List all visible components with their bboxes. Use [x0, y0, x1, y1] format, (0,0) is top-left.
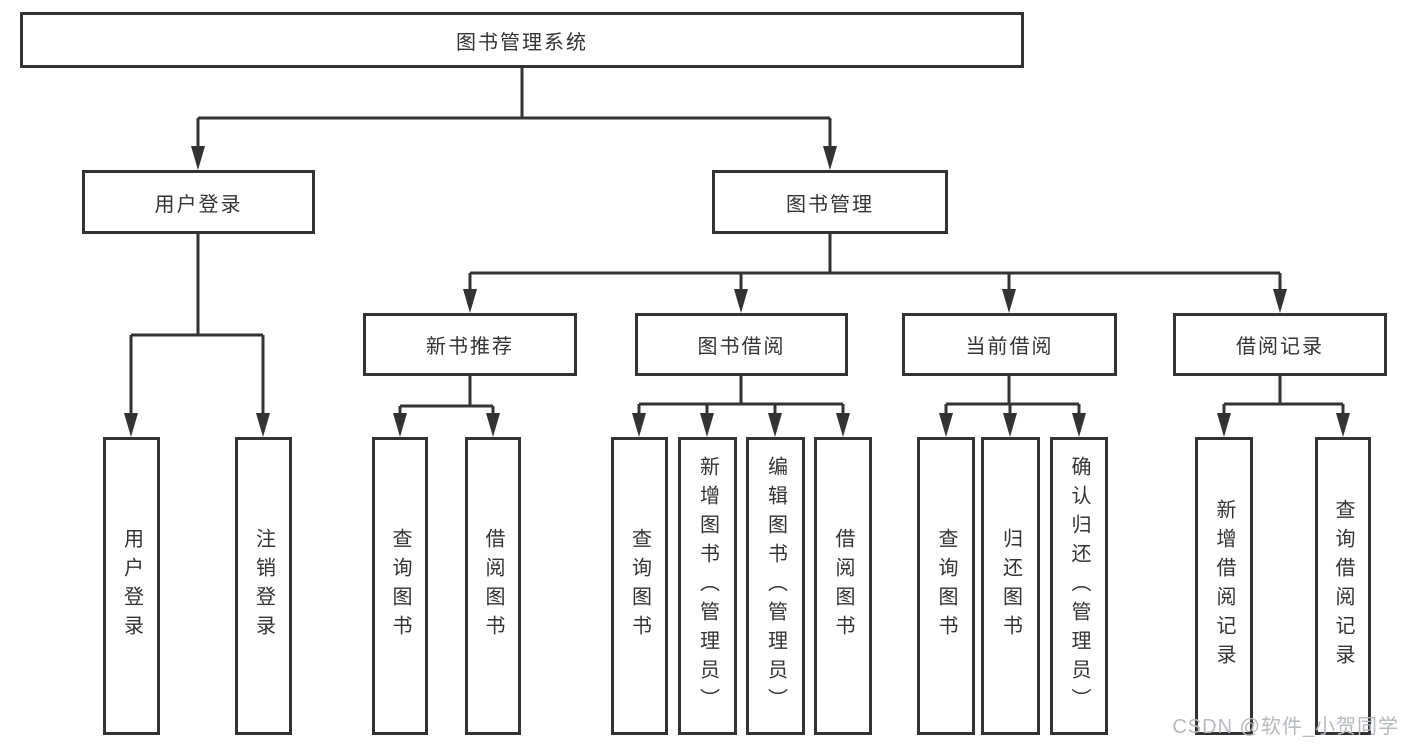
- leaf-logout-label: 注销登录: [252, 528, 275, 644]
- leaf-records-add-record: 新增借阅记录: [1195, 437, 1253, 735]
- node-current-borrowing-label: 当前借阅: [965, 336, 1054, 358]
- node-borrowing-records-label: 借阅记录: [1236, 336, 1324, 358]
- leaf-borrowing-borrow-books: 借阅图书: [814, 437, 872, 735]
- leaf-records-query-record: 查询借阅记录: [1315, 437, 1371, 735]
- node-book-management: 图书管理: [712, 170, 948, 234]
- leaf-current-query-books: 查询图书: [917, 437, 975, 735]
- node-book-borrowing: 图书借阅: [635, 313, 848, 376]
- leaf-borrowing-query-books-label: 查询图书: [628, 528, 651, 644]
- leaf-records-add-record-label: 新增借阅记录: [1213, 499, 1235, 673]
- leaf-borrowing-edit-books-admin: 编辑图书（管理员）: [746, 437, 805, 735]
- leaf-logout: 注销登录: [235, 437, 292, 735]
- leaf-user-login-label: 用户登录: [120, 528, 143, 644]
- leaf-recommend-borrow-books: 借阅图书: [465, 437, 521, 735]
- node-borrowing-records: 借阅记录: [1173, 313, 1387, 376]
- node-root-label: 图书管理系统: [456, 31, 588, 54]
- leaf-borrowing-edit-books-admin-label: 编辑图书（管理员）: [764, 455, 787, 717]
- node-book-borrowing-label: 图书借阅: [697, 336, 786, 358]
- node-book-management-label: 图书管理: [786, 193, 874, 216]
- node-root: 图书管理系统: [20, 12, 1024, 68]
- leaf-current-query-books-label: 查询图书: [935, 528, 957, 644]
- csdn-watermark: CSDN @软件_小贺同学: [1172, 716, 1399, 738]
- leaf-current-confirm-return-admin: 确认归还（管理员）: [1050, 437, 1108, 735]
- leaf-records-query-record-label: 查询借阅记录: [1332, 499, 1354, 673]
- leaf-recommend-borrow-books-label: 借阅图书: [482, 528, 504, 644]
- leaf-borrowing-borrow-books-label: 借阅图书: [832, 528, 854, 644]
- node-current-borrowing: 当前借阅: [902, 313, 1117, 376]
- leaf-current-confirm-return-admin-label: 确认归还（管理员）: [1068, 455, 1090, 717]
- leaf-borrowing-add-books-admin-label: 新增图书（管理员）: [696, 455, 719, 717]
- node-user-login: 用户登录: [82, 170, 315, 234]
- node-new-book-recommend: 新书推荐: [363, 313, 577, 376]
- leaf-user-login: 用户登录: [103, 437, 160, 735]
- leaf-borrowing-add-books-admin: 新增图书（管理员）: [678, 437, 737, 735]
- leaf-recommend-query-books-label: 查询图书: [389, 528, 411, 644]
- node-new-book-recommend-label: 新书推荐: [426, 336, 514, 358]
- leaf-borrowing-query-books: 查询图书: [611, 437, 668, 735]
- leaf-current-return-books: 归还图书: [981, 437, 1040, 735]
- leaf-recommend-query-books: 查询图书: [372, 437, 428, 735]
- leaf-current-return-books-label: 归还图书: [999, 528, 1022, 644]
- node-user-login-label: 用户登录: [154, 193, 243, 216]
